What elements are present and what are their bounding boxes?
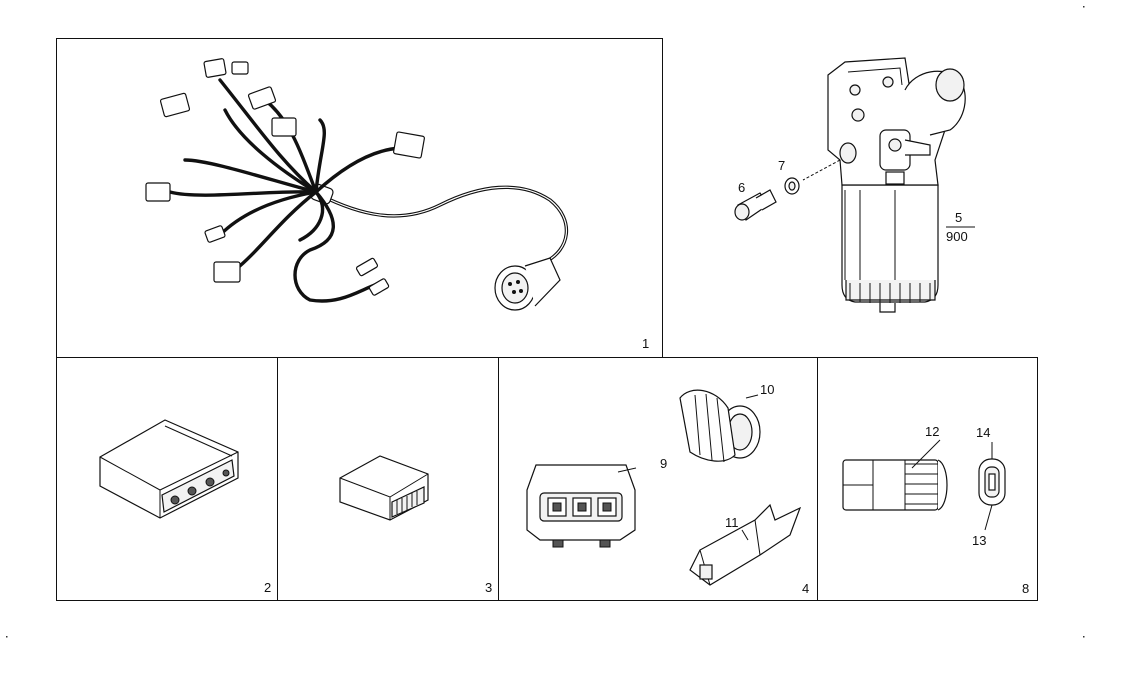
panel-1-number: 1 xyxy=(642,336,649,351)
callout-9: 9 xyxy=(660,456,667,471)
seal-grommet-illustration xyxy=(679,389,761,463)
callout-6: 6 xyxy=(738,180,745,195)
panel-8-number: 8 xyxy=(1022,581,1029,596)
panel-8-frame xyxy=(817,357,1038,601)
panel-borders xyxy=(56,38,1038,601)
callout-14: 14 xyxy=(976,425,990,440)
corner-marks xyxy=(6,6,1085,638)
relay-module-illustration xyxy=(339,455,429,521)
terminal-pin-illustration xyxy=(689,503,802,586)
wiring-harness-illustration xyxy=(145,58,568,311)
control-unit-illustration xyxy=(99,419,239,519)
callout-5-numerator: 5 xyxy=(955,210,962,225)
panel-2-number: 2 xyxy=(264,580,271,595)
connector-housing-illustration xyxy=(526,464,637,548)
wire-seal-illustration xyxy=(978,442,1006,531)
callout-11: 11 xyxy=(725,515,739,530)
panel-3-number: 3 xyxy=(485,580,492,595)
callout-5-denominator: 900 xyxy=(946,229,968,244)
callout-12: 12 xyxy=(925,424,939,439)
plug-connector-illustration xyxy=(842,439,948,511)
callout-13: 13 xyxy=(972,533,986,548)
filter-assembly-illustration xyxy=(734,57,966,313)
callout-7: 7 xyxy=(778,158,785,173)
panel-4-number: 4 xyxy=(802,581,809,596)
callout-10: 10 xyxy=(760,382,774,397)
